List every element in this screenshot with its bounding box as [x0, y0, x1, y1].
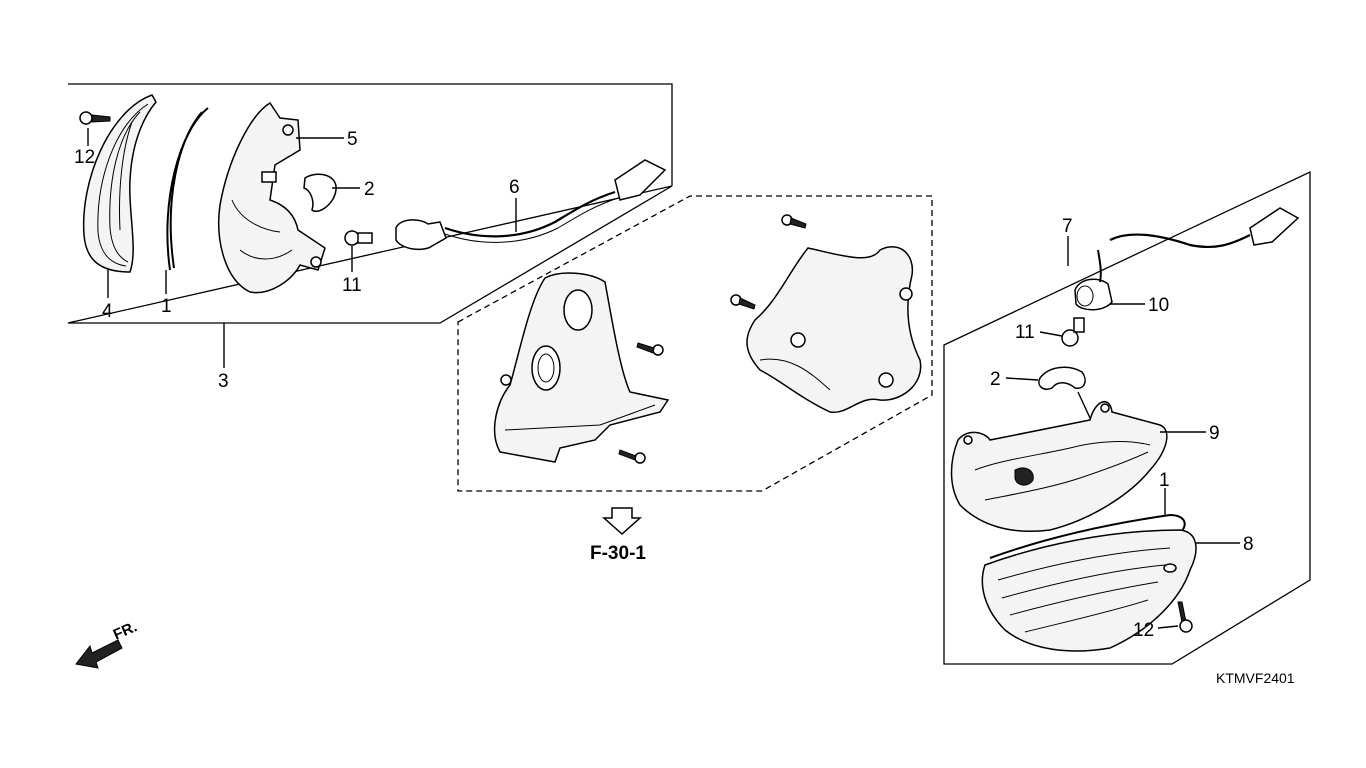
callout-right-11: 11	[1015, 322, 1035, 343]
foam-pad-left	[303, 173, 337, 212]
housing-right	[950, 401, 1168, 533]
callout-right-2: 2	[990, 369, 1001, 390]
lens-right	[981, 529, 1197, 652]
diagram-code: KTMVF2401	[1216, 670, 1295, 686]
callout-left-2: 2	[364, 179, 375, 200]
gasket-left	[166, 107, 209, 271]
callout-right-9: 9	[1209, 423, 1220, 444]
gasket-right	[989, 513, 1186, 559]
screws-center	[618, 214, 807, 464]
lens-left	[82, 94, 157, 273]
callout-right-7: 7	[1062, 216, 1073, 237]
screw-right	[1177, 601, 1193, 633]
right-assembly-frame	[943, 170, 1311, 665]
socket-harness-left	[395, 159, 667, 251]
cover-right	[746, 246, 922, 413]
reference-arrow	[602, 507, 642, 536]
reference-label: F-30-1	[590, 543, 646, 564]
callout-right-10: 10	[1148, 295, 1169, 316]
socket-harness-right	[1074, 207, 1300, 311]
callout-left-12: 12	[74, 147, 95, 168]
direction-label: FR.	[111, 618, 140, 643]
callout-right-8: 8	[1243, 534, 1254, 555]
housing-left	[218, 101, 326, 294]
callout-right-1: 1	[1159, 470, 1170, 491]
cover-left	[493, 272, 670, 463]
callout-left-6: 6	[509, 177, 520, 198]
callout-left-1: 1	[161, 296, 172, 317]
screw-left	[79, 111, 111, 125]
callout-left-5: 5	[347, 129, 358, 150]
callout-left-11: 11	[342, 275, 362, 296]
front-direction-arrow: FR.	[75, 618, 140, 669]
left-assembly-frame	[67, 83, 673, 324]
bulb-right	[1061, 317, 1085, 347]
callout-left-4: 4	[102, 301, 113, 322]
bulb-left	[344, 230, 373, 246]
callout-left-3: 3	[218, 371, 229, 392]
callout-right-12: 12	[1133, 620, 1154, 641]
foam-pad-right	[1038, 366, 1086, 390]
center-cover-frame	[457, 195, 933, 492]
